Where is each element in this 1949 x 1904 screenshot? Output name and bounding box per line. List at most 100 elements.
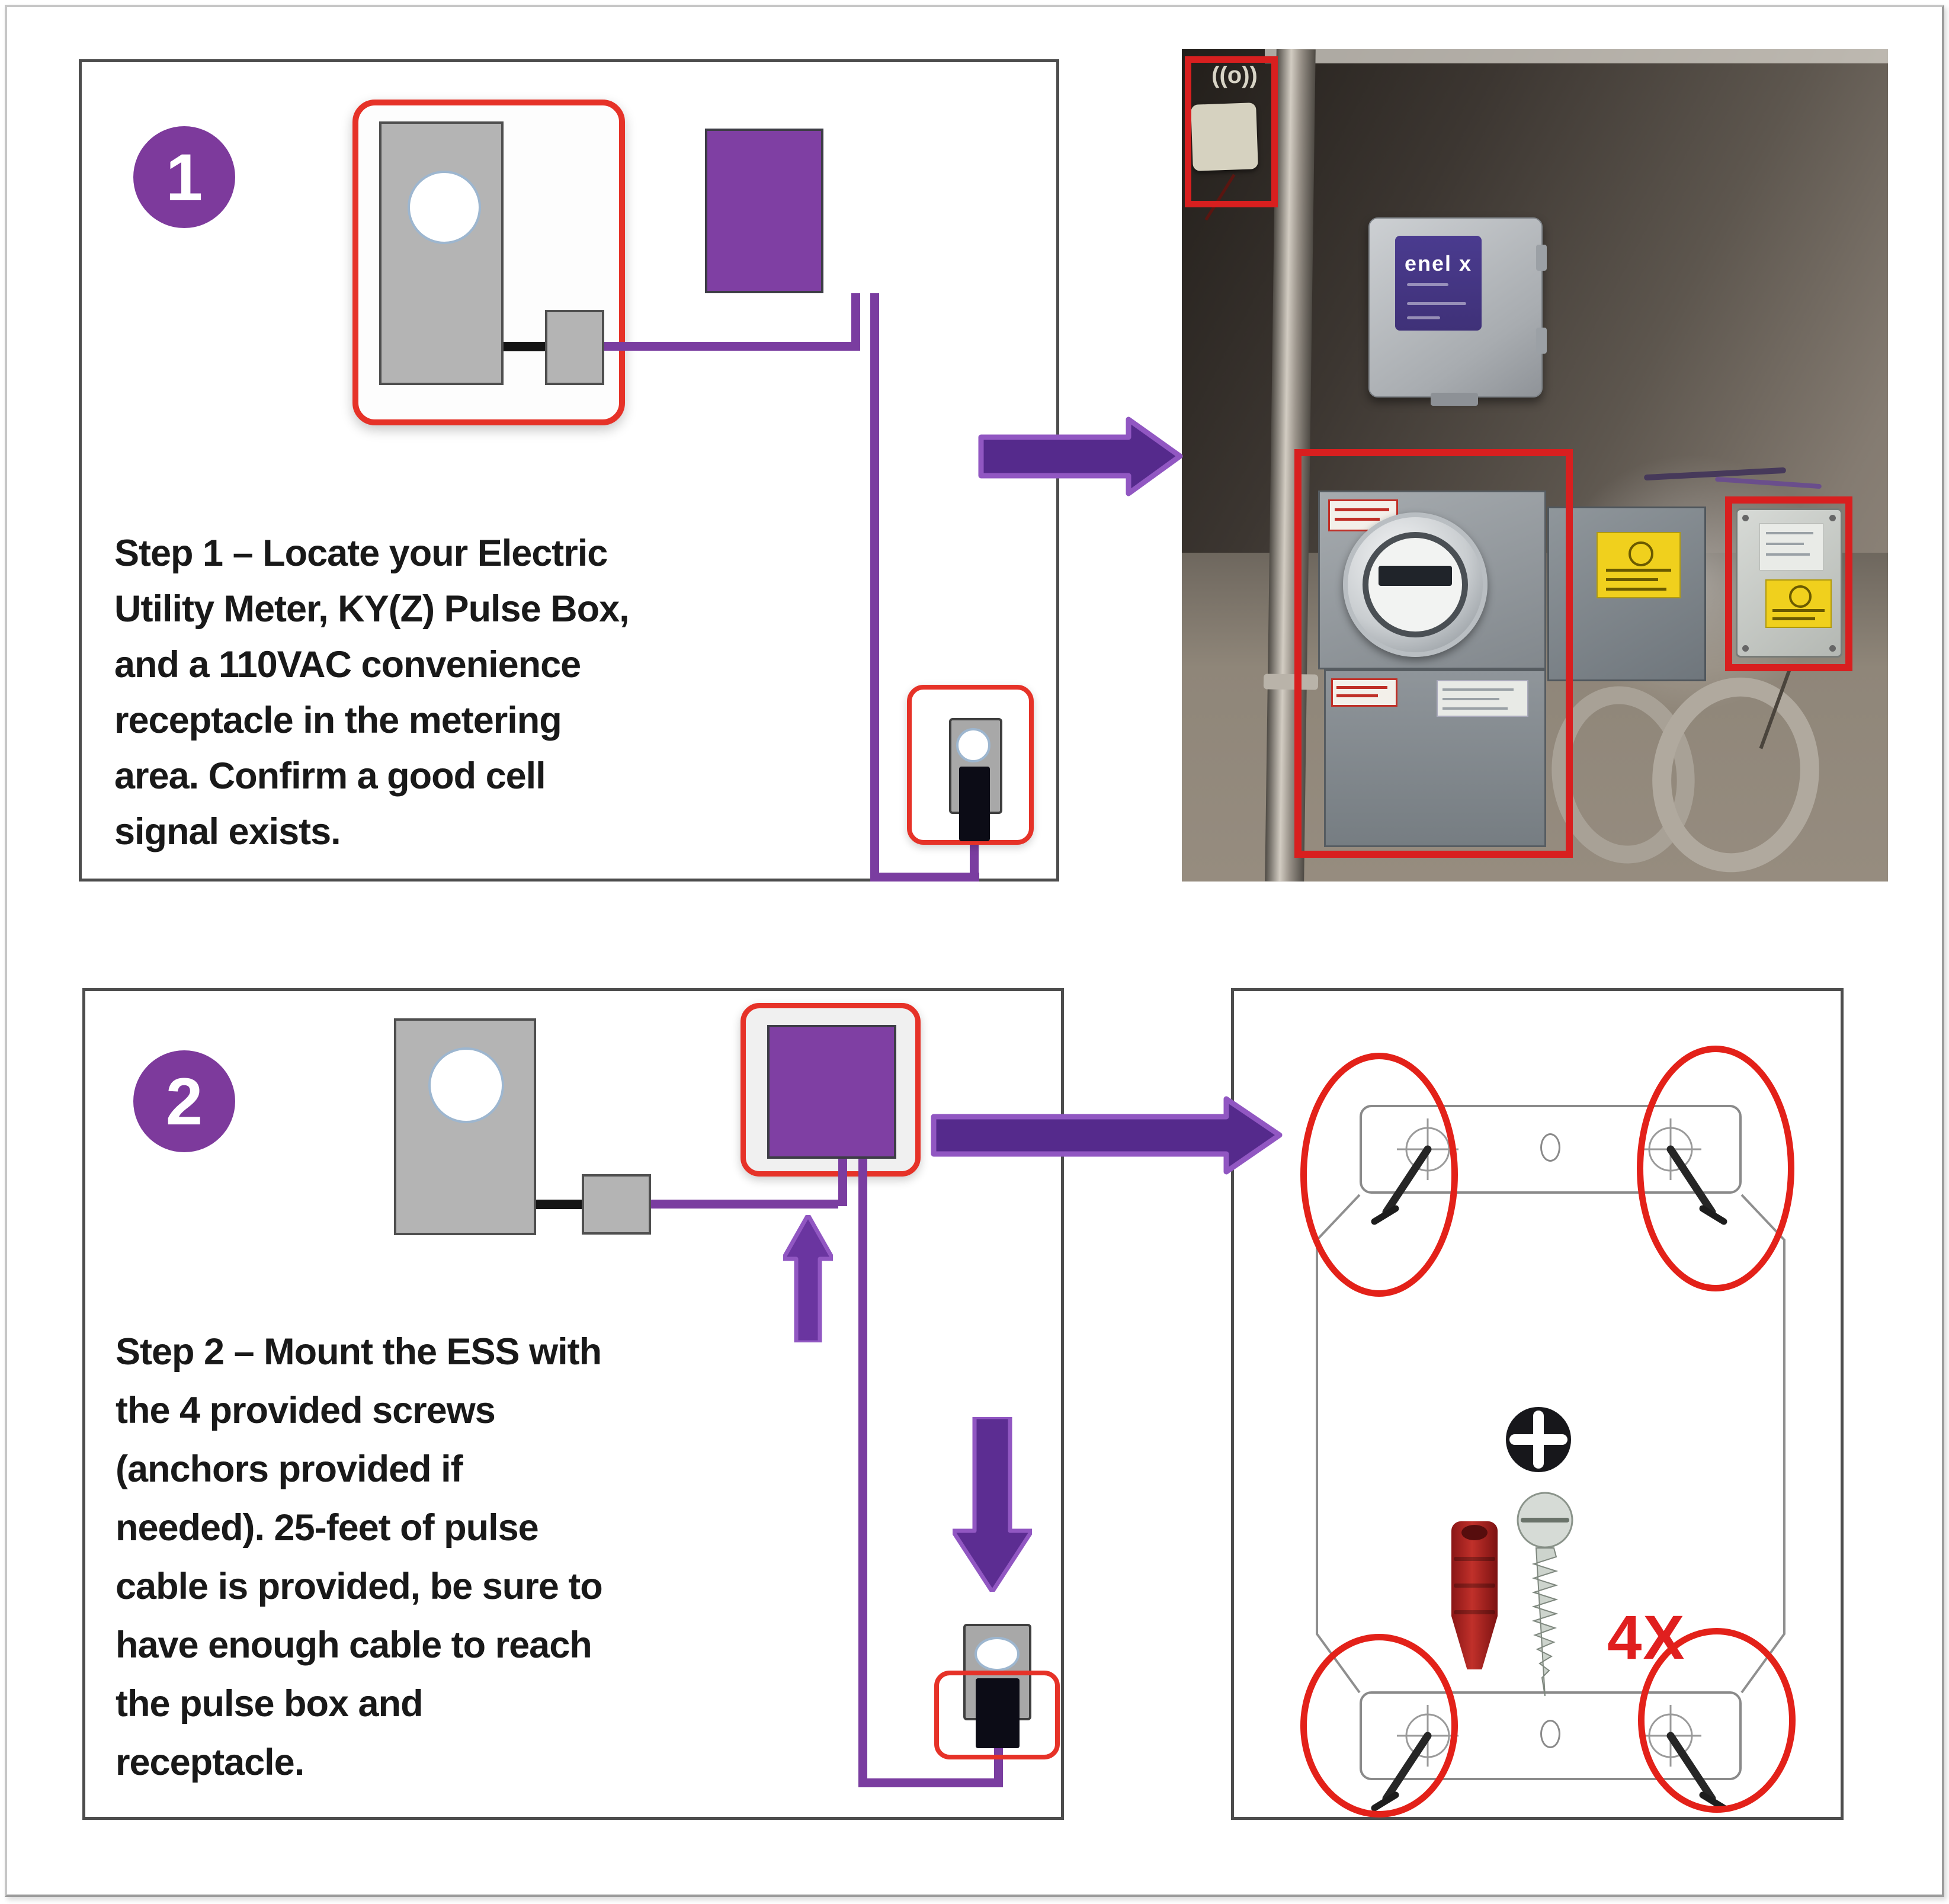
step2-instructions: Step 2 – Mount the ESS with the 4 provid… <box>116 1323 797 1792</box>
screw-dot <box>1829 515 1836 521</box>
pulse-box-sticker <box>1759 523 1823 570</box>
step1-line: area. Confirm a good cell <box>114 755 546 797</box>
screw-dot <box>1829 645 1836 652</box>
anchor-rib <box>1454 1557 1495 1561</box>
step1-line: receptacle in the metering <box>114 700 562 741</box>
cell-antenna-icon: ((o)) <box>1211 62 1258 88</box>
enclosure-hinge <box>1536 245 1547 271</box>
meter-dial-icon <box>428 1047 504 1123</box>
step2-badge: 2 <box>133 1050 235 1152</box>
step1-line: Utility Meter, KY(Z) Pulse Box, <box>114 588 630 630</box>
anchor-rib <box>1454 1584 1495 1588</box>
label-text-line <box>1606 588 1666 591</box>
utility-meter-icon <box>379 121 504 385</box>
meter-pulsebox-connector <box>536 1200 582 1209</box>
pulse-box-highlight-box <box>1725 496 1852 671</box>
pulse-cable-segment <box>838 1159 847 1206</box>
label-symbol <box>1629 541 1653 566</box>
sticker-text-line <box>1336 686 1387 689</box>
arrow-up-icon <box>783 1215 833 1342</box>
meter-dial-icon <box>408 171 481 244</box>
label-line <box>1407 316 1440 319</box>
sticker-text-line <box>1766 553 1810 556</box>
label-text-line <box>1606 569 1671 572</box>
label-symbol <box>1789 585 1812 608</box>
sticker-text-line <box>1335 518 1380 521</box>
phillips-head-icon <box>1506 1407 1571 1472</box>
label-line <box>1407 283 1448 286</box>
anchor-rib <box>1454 1610 1495 1614</box>
pulse-box-icon <box>582 1174 651 1235</box>
screw-icon <box>1517 1492 1573 1697</box>
warning-sticker <box>1331 678 1397 707</box>
step1-panel: 1 Step 1 – Locate your Electric Utility … <box>79 59 1059 882</box>
ess-icon <box>705 129 823 293</box>
meter-pulsebox-connector <box>504 342 545 351</box>
rating-sticker <box>1437 680 1528 717</box>
power-cable-segment <box>870 873 979 882</box>
label-text-line <box>1772 609 1825 612</box>
plug-icon <box>959 767 990 841</box>
plug-icon <box>976 1678 1020 1748</box>
plug-highlight-outline <box>934 1671 1060 1759</box>
keyhole-slot <box>1540 1133 1560 1162</box>
screw-highlight-circle <box>1300 1634 1458 1818</box>
mounting-plate-panel: 4X <box>1231 988 1844 1820</box>
wall-top-edge <box>1265 49 1888 63</box>
label-text-line <box>1606 578 1658 581</box>
step2-line: cable is provided, be sure to <box>116 1566 603 1607</box>
step2-line: the 4 provided screws <box>116 1390 496 1431</box>
sticker-text-line <box>1336 694 1378 697</box>
power-cable-segment <box>858 1159 867 1787</box>
power-cable-segment <box>970 842 979 882</box>
phillips-slot <box>1509 1434 1567 1445</box>
meter-highlight-box <box>1294 449 1573 858</box>
arc-flash-label <box>1597 532 1681 598</box>
arc-flash-label <box>1765 579 1832 628</box>
step1-badge: 1 <box>133 126 235 228</box>
sticker-text-line <box>1442 707 1508 710</box>
arrow-down-icon <box>953 1417 1032 1592</box>
step2-line: needed). 25-feet of pulse <box>116 1507 539 1549</box>
screw-highlight-circle <box>1638 1628 1796 1813</box>
step1-line: signal exists. <box>114 811 341 852</box>
anchor-opening <box>1461 1525 1488 1540</box>
step1-line: and a 110VAC convenience <box>114 644 581 685</box>
arrow-right-icon <box>978 416 1183 496</box>
step2-panel: 2 Step 2 – Mount the ESS with the 4 prov… <box>82 988 1064 1820</box>
metering-area-photo: ((o)) enel x <box>1182 49 1888 882</box>
label-line <box>1407 302 1466 305</box>
sticker-text-line <box>1442 698 1499 700</box>
screw-dot <box>1742 515 1749 521</box>
step2-line: Step 2 – Mount the ESS with <box>116 1331 602 1373</box>
enel-x-logo: enel x <box>1404 251 1473 275</box>
label-text-line <box>1772 617 1815 620</box>
screw-highlight-circle <box>1300 1053 1458 1297</box>
step1-instructions: Step 1 – Locate your Electric Utility Me… <box>114 525 766 860</box>
meter-lcd-display <box>1379 566 1452 586</box>
step2-line: receptacle. <box>116 1742 304 1783</box>
step1-line: Step 1 – Locate your Electric <box>114 533 608 574</box>
keyhole-slot <box>1540 1720 1560 1748</box>
pulse-cable-segment <box>851 293 860 347</box>
screw-highlight-circle <box>1637 1046 1794 1291</box>
enel-x-label: enel x <box>1395 236 1482 331</box>
step2-line: the pulse box and <box>116 1683 424 1725</box>
step2-line: have enough cable to reach <box>116 1624 592 1666</box>
receptacle-socket-icon <box>956 728 990 762</box>
enclosure-foot <box>1431 393 1478 406</box>
antenna-highlight-box <box>1185 56 1278 207</box>
pulse-box-icon <box>545 310 604 385</box>
sticker-text-line <box>1766 532 1813 534</box>
arrow-right-icon <box>931 1096 1283 1175</box>
step2-line: (anchors provided if <box>116 1448 463 1490</box>
sticker-text-line <box>1766 543 1804 545</box>
receptacle-socket-icon <box>974 1637 1020 1671</box>
ess-icon <box>767 1025 896 1159</box>
sticker-text-line <box>1442 688 1514 691</box>
sticker-text-line <box>1335 508 1389 511</box>
receptacle-highlight-outline <box>907 685 1034 845</box>
screw-dot <box>1742 645 1749 652</box>
power-cable-segment <box>858 1778 1003 1787</box>
